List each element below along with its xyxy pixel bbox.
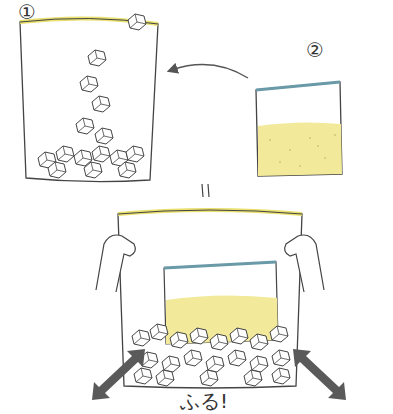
pour-arrow <box>172 65 248 78</box>
liquid-bag <box>256 82 342 176</box>
shake-label: ふる! <box>180 388 228 414</box>
hands <box>96 235 324 292</box>
equals-mark <box>202 184 209 197</box>
ice-bag <box>20 14 158 182</box>
callout-number: ① <box>18 0 36 24</box>
callout-number: ② <box>306 38 324 62</box>
combined-bag <box>118 210 302 388</box>
